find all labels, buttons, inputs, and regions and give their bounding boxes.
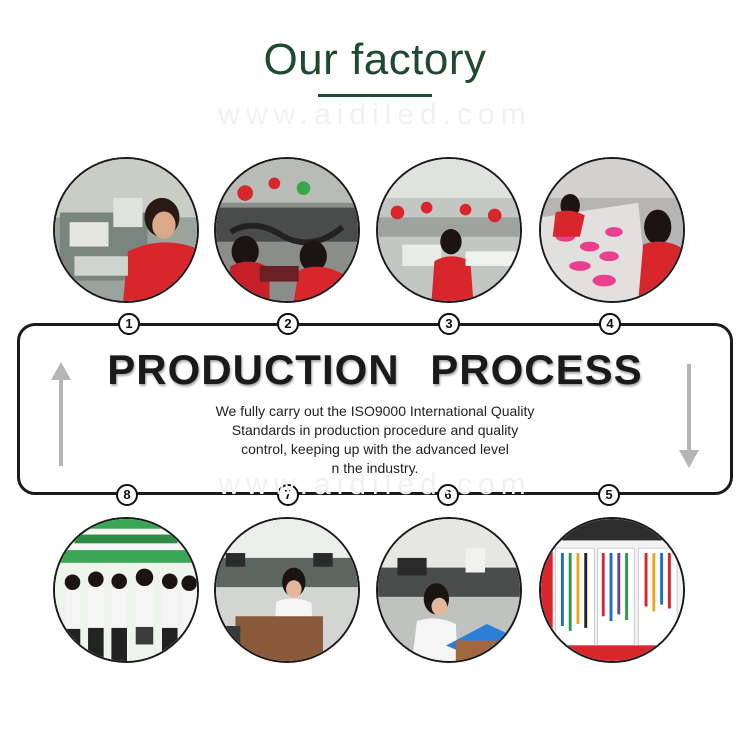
factory-photo-4 [539,157,685,303]
factory-photo-6 [376,517,522,663]
step-number-6: 6 [437,484,459,506]
factory-photo-3 [376,157,522,303]
step-number-1-overlay: 1 [118,313,140,335]
description-line-2: Standards in production procedure and qu… [231,422,519,438]
process-title: PRODUCTION PROCESS [107,346,643,393]
factory-photo-8 [53,517,199,663]
step-number-5: 5 [598,484,620,506]
production-process-panel [17,323,733,495]
step-number-7: 7 [277,484,299,506]
watermark-bottom: www.aidiled.com [218,468,532,501]
description-line-1: We fully carry out the ISO9000 Internati… [215,403,535,419]
title-underline [318,94,432,97]
factory-photo-1 [53,157,199,303]
description-line-3: control, keeping up with the advanced le… [241,441,509,457]
arrow-down-icon [679,364,699,468]
step-number-2-overlay: 2 [277,313,299,335]
factory-photo-5 [539,517,685,663]
arrow-up-icon [51,362,71,466]
process-description: We fully carry out the ISO9000 Internati… [175,402,575,478]
step-number-3-overlay: 3 [438,313,460,335]
page-title: Our factory [263,35,487,84]
step-number-8: 8 [116,484,138,506]
step-number-4-overlay: 4 [599,313,621,335]
description-line-4: n the industry. [331,460,419,476]
factory-photo-2 [214,157,360,303]
factory-photo-7 [214,517,360,663]
watermark-top: www.aidiled.com [218,98,532,131]
